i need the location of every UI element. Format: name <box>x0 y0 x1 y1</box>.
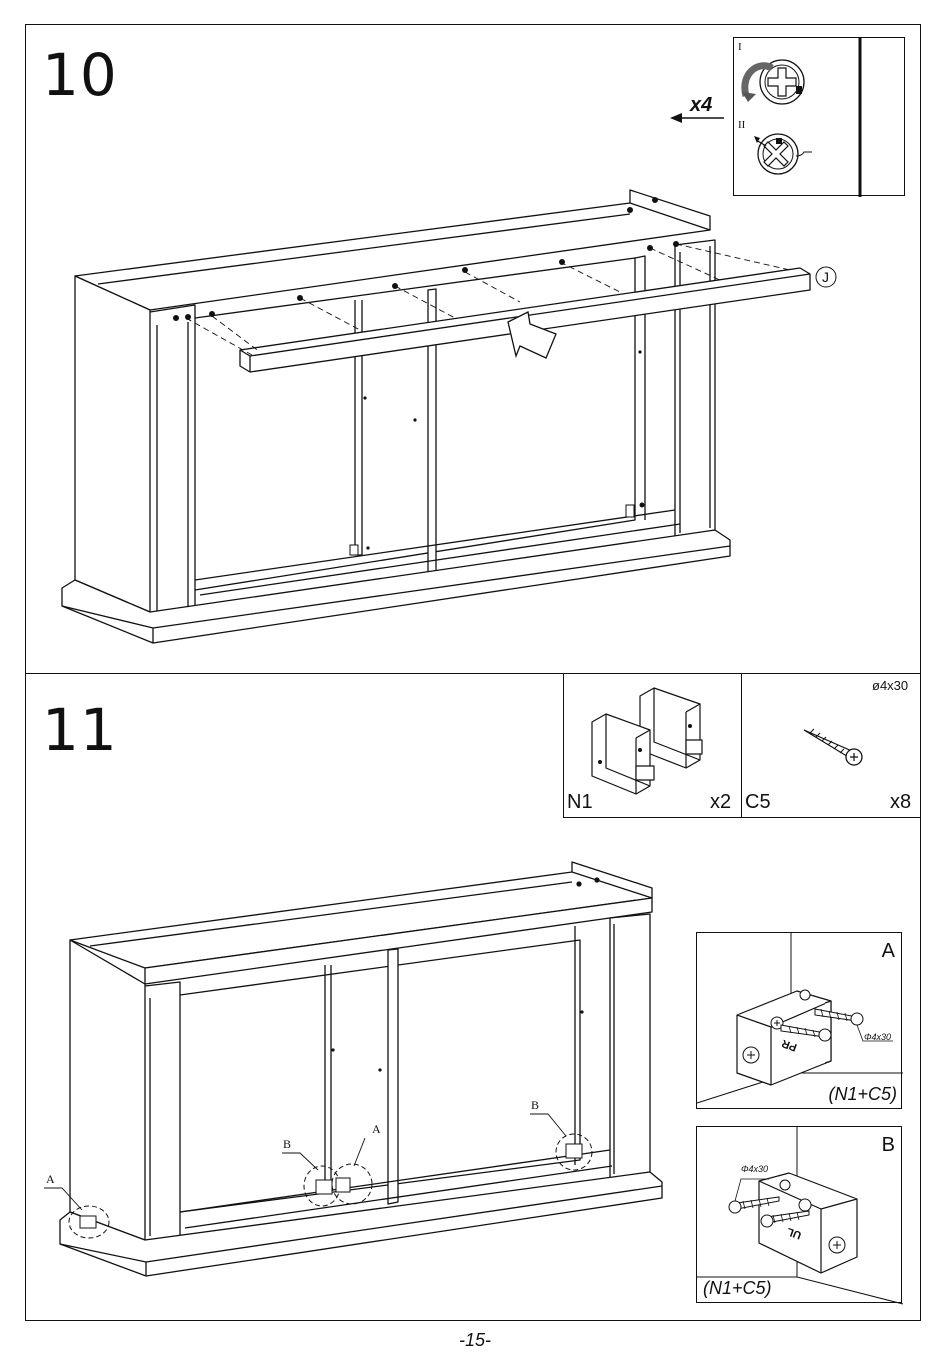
part-n1-qty: x2 <box>710 791 732 813</box>
cam-lock-icon <box>734 38 906 197</box>
part-n1-code: N1 <box>567 791 593 813</box>
detail-b-label: B <box>881 1134 895 1156</box>
detail-b-bracket-icon <box>697 1127 903 1304</box>
detail-b-panel: B UL Φ4x30 (N1+C5) <box>696 1126 902 1303</box>
callout-b-middle: B <box>283 1137 292 1151</box>
step-divider <box>25 673 921 674</box>
parts-divider <box>741 673 742 818</box>
step-number: 11 <box>42 696 118 764</box>
insert-arrow-icon <box>670 113 748 123</box>
detail-a-bracket-icon <box>697 933 903 1110</box>
part-j-circle-icon <box>814 265 838 289</box>
detail-a-combo: (N1+C5) <box>828 1084 897 1104</box>
callout-b-right: B <box>531 1098 540 1112</box>
page-number: -15- <box>458 1330 491 1350</box>
cam-lock-inset: I II <box>733 37 905 196</box>
page-frame <box>25 24 921 1321</box>
detail-b-combo: (N1+C5) <box>703 1278 772 1298</box>
part-c5-code: C5 <box>745 791 771 813</box>
detail-a-screw-size: Φ4x30 <box>864 1032 892 1042</box>
bracket-n1-icon <box>570 682 740 792</box>
cabinet-step10 <box>0 0 950 673</box>
detail-a-label: A <box>881 940 895 962</box>
quantity-label: x4 <box>690 94 713 116</box>
part-c5-qty: x8 <box>890 791 912 813</box>
step-number: 10 <box>42 41 118 109</box>
detail-a-panel: A PR Φ4x30 (N1+C5) <box>696 932 902 1109</box>
screw-size: ø4x30 <box>872 678 909 693</box>
screw-c5-icon <box>800 724 870 774</box>
detail-b-screw-size: Φ4x30 <box>741 1164 769 1174</box>
inset-label-1: I <box>738 41 742 53</box>
callout-a-left: A <box>46 1172 55 1186</box>
callout-a-middle: A <box>372 1122 381 1136</box>
part-j-label: J <box>822 269 829 285</box>
inset-label-2: II <box>738 119 746 131</box>
